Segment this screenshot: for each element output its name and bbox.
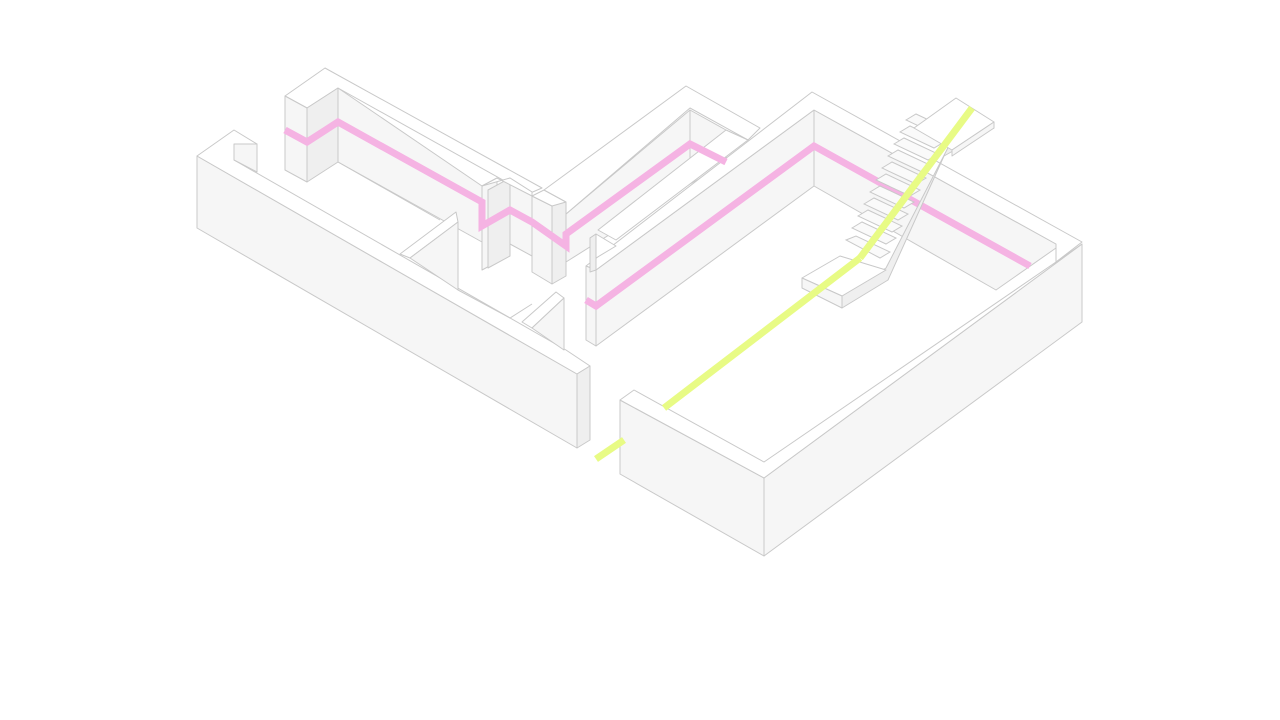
pink-height-line: [283, 117, 1032, 311]
wall-left-long: [196, 129, 591, 449]
wall-front-right: [619, 243, 1083, 557]
wall-left-return: [399, 211, 565, 351]
green-path-line: [594, 105, 975, 462]
wall-center-pillars: [481, 177, 567, 285]
